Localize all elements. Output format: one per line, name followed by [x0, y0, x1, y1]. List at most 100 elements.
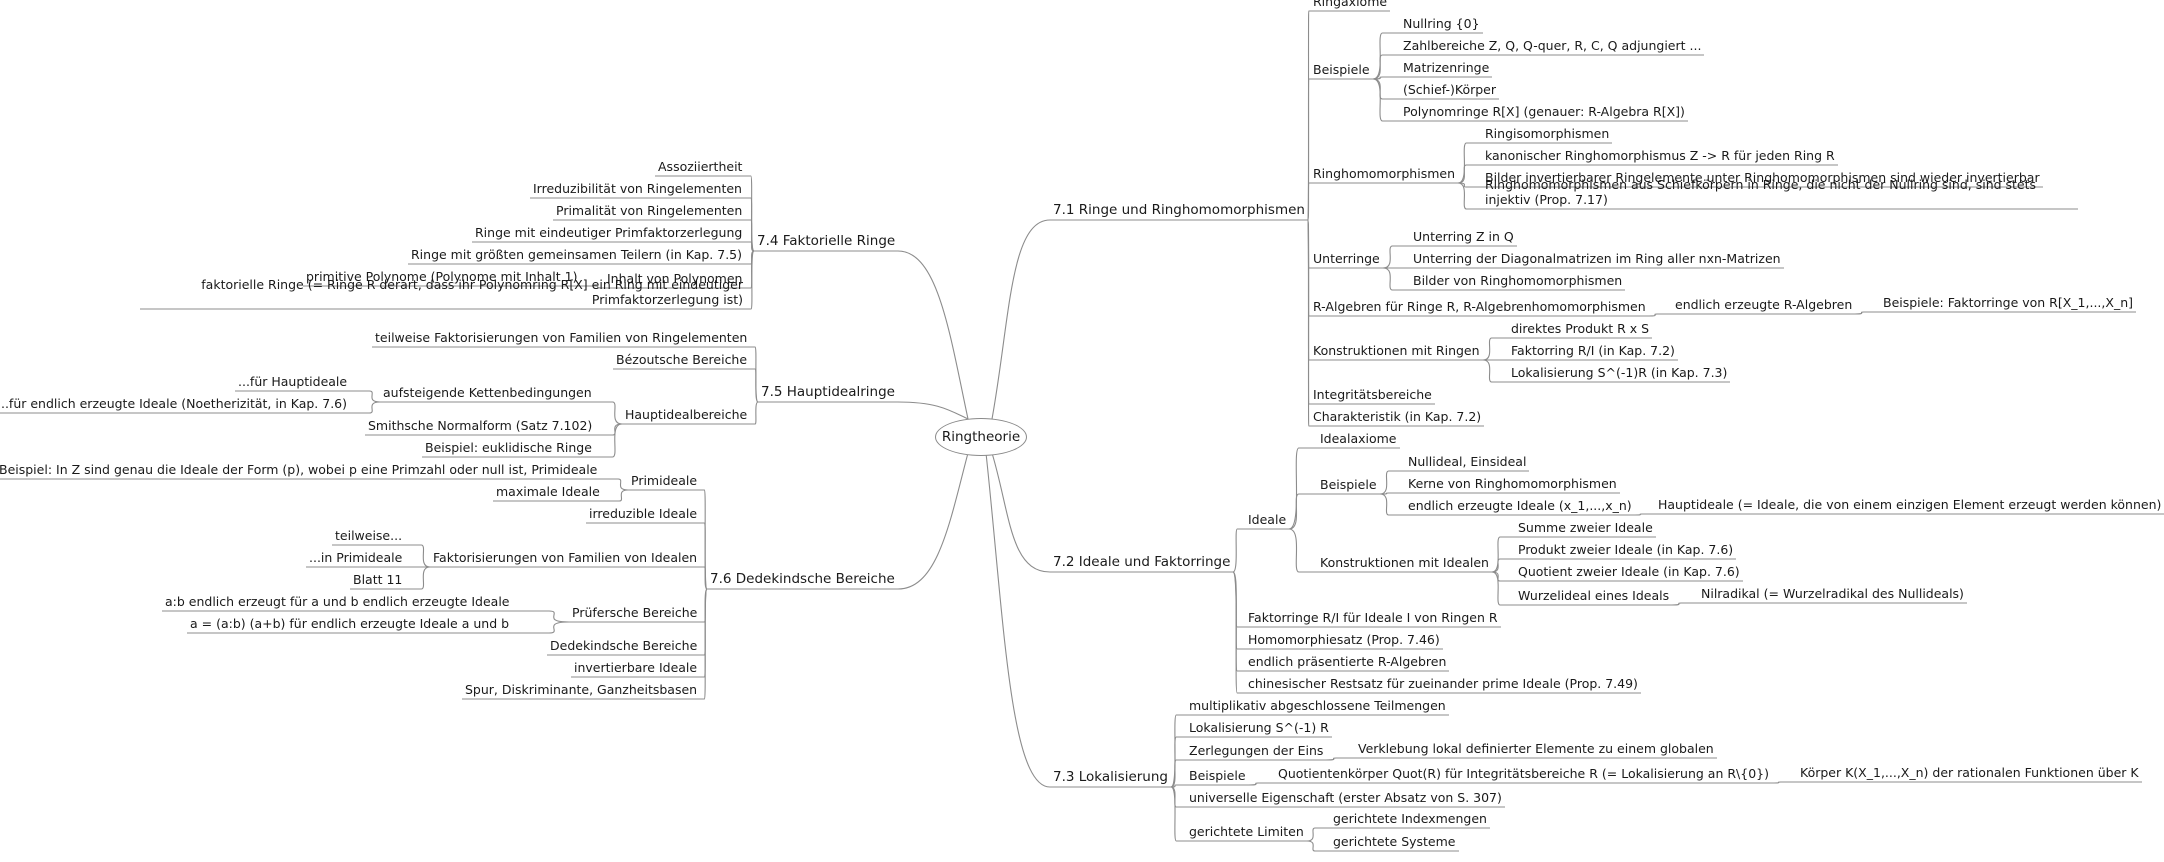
node-bilder-von-ringhomomorphismen[interactable]: Bilder von Ringhomomorphismen: [1410, 273, 1625, 290]
node-label: Ringaxiome: [1313, 0, 1388, 9]
node-bilder-invertierbarer-ringelemente-unter-ringhom[interactable]: Bilder invertierbarer Ringelemente unter…: [1482, 170, 2043, 187]
node-quotient-zweier-ideale-in-kap-7-6[interactable]: Quotient zweier Ideale (in Kap. 7.6): [1515, 564, 1743, 581]
node-unterringe[interactable]: Unterringe: [1310, 251, 1383, 268]
node-zerlegungen-der-eins[interactable]: Zerlegungen der Eins: [1186, 743, 1326, 760]
node-korper-k-x-1-x-n-der-rationalen-funktionen-uber-[interactable]: Körper K(X_1,...,X_n) der rationalen Fun…: [1797, 765, 2142, 782]
node-summe-zweier-ideale[interactable]: Summe zweier Ideale: [1515, 520, 1656, 537]
node-spur-diskriminante-ganzheitsbasen[interactable]: Spur, Diskriminante, Ganzheitsbasen: [462, 682, 700, 699]
node-endlich-erzeugte-ideale-x-1-x-n[interactable]: endlich erzeugte Ideale (x_1,...,x_n): [1405, 498, 1635, 515]
node-7-6-dedekindsche-bereiche[interactable]: 7.6 Dedekindsche Bereiche: [707, 571, 898, 589]
node-a-a-b-a-b-fur-endlich-erzeugte-ideale-a-und-b[interactable]: a = (a:b) (a+b) für endlich erzeugte Ide…: [187, 616, 512, 633]
node-r-algebren-fur-ringe-r-r-algebrenhomomorphismen[interactable]: R-Algebren für Ringe R, R-Algebrenhomomo…: [1310, 299, 1649, 316]
node-bezoutsche-bereiche[interactable]: Bézoutsche Bereiche: [613, 352, 750, 369]
node-idealaxiome[interactable]: Idealaxiome: [1317, 431, 1400, 448]
node-ringisomorphismen[interactable]: Ringisomorphismen: [1482, 126, 1612, 143]
node-nullring-0[interactable]: Nullring {0}: [1400, 16, 1483, 33]
node-prufersche-bereiche[interactable]: Prüfersche Bereiche: [569, 605, 700, 622]
node-wurzelideal-eines-ideals[interactable]: Wurzelideal eines Ideals: [1515, 588, 1672, 605]
node-endlich-erzeugte-r-algebren[interactable]: endlich erzeugte R-Algebren: [1672, 297, 1855, 314]
node-ringhomomorphismen[interactable]: Ringhomomorphismen: [1310, 166, 1458, 183]
node-ringhomomorphismen-aus-schiefkorpern-in-ringe-di[interactable]: Ringhomomorphismen aus Schiefkörpern in …: [1482, 177, 2078, 209]
node-beispiele[interactable]: Beispiele: [1317, 477, 1380, 494]
node-label: Produkt zweier Ideale (in Kap. 7.6): [1518, 542, 1734, 557]
node-teilweise[interactable]: teilweise...: [332, 528, 405, 545]
node-beispiele-faktorringe-von-r-x-1-x-n[interactable]: Beispiele: Faktorringe von R[X_1,...,X_n…: [1880, 295, 2136, 312]
root-node[interactable]: Ringtheorie: [935, 418, 1027, 456]
node-7-2-ideale-und-faktorringe[interactable]: 7.2 Ideale und Faktorringe: [1050, 554, 1233, 572]
node-label: gerichtete Limiten: [1189, 824, 1304, 839]
node-inhalt-von-polynomen[interactable]: Inhalt von Polynomen: [604, 271, 745, 288]
connector: [1648, 313, 1672, 317]
node-multiplikativ-abgeschlossene-teilmengen[interactable]: multiplikativ abgeschlossene Teilmengen: [1186, 698, 1449, 715]
node-primitive-polynome-polynome-mit-inhalt-1[interactable]: primitive Polynome (Polynome mit Inhalt …: [303, 269, 580, 286]
node-maximale-ideale[interactable]: maximale Ideale: [493, 484, 603, 501]
node-ringe-mit-eindeutiger-primfaktorzerlegung[interactable]: Ringe mit eindeutiger Primfaktorzerlegun…: [472, 225, 745, 242]
node-verklebung-lokal-definierter-elemente-zu-einem-g[interactable]: Verklebung lokal definierter Elemente zu…: [1355, 741, 1717, 758]
node-integritatsbereiche[interactable]: Integritätsbereiche: [1310, 387, 1435, 404]
node-7-5-hauptidealringe[interactable]: 7.5 Hauptidealringe: [758, 384, 898, 402]
node-faktorielle-ringe-ringe-r-derart-dass-ihr-polyno[interactable]: faktorielle Ringe (= Ringe R derart, das…: [140, 277, 746, 309]
node-lokalisierung-s-1-r-in-kap-7-3[interactable]: Lokalisierung S^(-1)R (in Kap. 7.3): [1508, 365, 1730, 382]
node-7-1-ringe-und-ringhomomorphismen[interactable]: 7.1 Ringe und Ringhomomorphismen: [1050, 202, 1308, 220]
node-ideale[interactable]: Ideale: [1245, 512, 1289, 529]
node-konstruktionen-mit-ringen[interactable]: Konstruktionen mit Ringen: [1310, 343, 1483, 360]
node-hauptideale-ideale-die-von-einem-einzigen-elemen[interactable]: Hauptideale (= Ideale, die von einem ein…: [1655, 497, 2164, 514]
node-produkt-zweier-ideale-in-kap-7-6[interactable]: Produkt zweier Ideale (in Kap. 7.6): [1515, 542, 1736, 559]
node-nullideal-einsideal[interactable]: Nullideal, Einsideal: [1405, 454, 1529, 471]
connector: [1288, 447, 1317, 530]
node-gerichtete-systeme[interactable]: gerichtete Systeme: [1330, 834, 1459, 851]
node-konstruktionen-mit-idealen[interactable]: Konstruktionen mit Idealen: [1317, 555, 1492, 572]
node-direktes-produkt-r-x-s[interactable]: direktes Produkt R x S: [1508, 321, 1652, 338]
node-faktorringe-r-i-fur-ideale-i-von-ringen-r[interactable]: Faktorringe R/I für Ideale I von Ringen …: [1245, 610, 1501, 627]
node-7-3-lokalisierung[interactable]: 7.3 Lokalisierung: [1050, 769, 1171, 787]
node-charakteristik-in-kap-7-2[interactable]: Charakteristik (in Kap. 7.2): [1310, 409, 1484, 426]
node-irreduzibilitat-von-ringelementen[interactable]: Irreduzibilität von Ringelementen: [530, 181, 745, 198]
node-teilweise-faktorisierungen-von-familien-von-ring[interactable]: teilweise Faktorisierungen von Familien …: [372, 330, 750, 347]
node-matrizenringe[interactable]: Matrizenringe: [1400, 60, 1492, 77]
node-beispiele[interactable]: Beispiele: [1310, 62, 1373, 79]
node-irreduzible-ideale[interactable]: irreduzible Ideale: [586, 506, 700, 523]
node-kanonischer-ringhomorphismus-z-r-fur-jeden-ring-[interactable]: kanonischer Ringhomorphismus Z -> R für …: [1482, 148, 1838, 165]
node-label: Ringhomomorphismen: [1313, 166, 1456, 181]
node-assoziiertheit[interactable]: Assoziiertheit: [655, 159, 745, 176]
node-dedekindsche-bereiche[interactable]: Dedekindsche Bereiche: [547, 638, 700, 655]
node-zahlbereiche-z-q-q-quer-r-c-q-adjungiert[interactable]: Zahlbereiche Z, Q, Q-quer, R, C, Q adjun…: [1400, 38, 1704, 55]
node-hauptidealbereiche[interactable]: Hauptidealbereiche: [622, 407, 750, 424]
node-gerichtete-limiten[interactable]: gerichtete Limiten: [1186, 824, 1307, 841]
node-polynomringe-r-x-genauer-r-algebra-r-x[interactable]: Polynomringe R[X] (genauer: R-Algebra R[…: [1400, 104, 1688, 121]
node-fur-hauptideale[interactable]: ...für Hauptideale: [235, 374, 350, 391]
node-a-b-endlich-erzeugt-fur-a-und-b-endlich-erzeugte[interactable]: a:b endlich erzeugt für a und b endlich …: [162, 594, 512, 611]
node-invertierbare-ideale[interactable]: invertierbare Ideale: [571, 660, 700, 677]
node-ringe-mit-grossten-gemeinsamen-teilern-in-kap-7-[interactable]: Ringe mit größten gemeinsamen Teilern (i…: [408, 247, 745, 264]
node-7-4-faktorielle-ringe[interactable]: 7.4 Faktorielle Ringe: [754, 233, 898, 251]
node-unterring-der-diagonalmatrizen-im-ring-aller-nxn[interactable]: Unterring der Diagonalmatrizen im Ring a…: [1410, 251, 1784, 268]
node-universelle-eigenschaft-erster-absatz-von-s-307[interactable]: universelle Eigenschaft (erster Absatz v…: [1186, 790, 1505, 807]
node-faktorisierungen-von-familien-von-idealen[interactable]: Faktorisierungen von Familien von Ideale…: [430, 550, 700, 567]
node-homomorphiesatz-prop-7-46[interactable]: Homomorphiesatz (Prop. 7.46): [1245, 632, 1443, 649]
node-gerichtete-indexmengen[interactable]: gerichtete Indexmengen: [1330, 811, 1490, 828]
node-label: ...in Primideale: [309, 550, 403, 565]
node-primideale[interactable]: Primideale: [628, 473, 700, 490]
node-beispiele[interactable]: Beispiele: [1186, 768, 1249, 785]
node-lokalisierung-s-1-r[interactable]: Lokalisierung S^(-1) R: [1186, 720, 1332, 737]
node-in-primideale[interactable]: ...in Primideale: [306, 550, 405, 567]
node-nilradikal-wurzelradikal-des-nullideals[interactable]: Nilradikal (= Wurzelradikal des Nullidea…: [1698, 586, 1967, 603]
node-schief-korper[interactable]: (Schief-)Körper: [1400, 82, 1499, 99]
connector: [1306, 840, 1330, 852]
node-smithsche-normalform-satz-7-102[interactable]: Smithsche Normalform (Satz 7.102): [365, 418, 595, 435]
node-label: 7.3 Lokalisierung: [1053, 769, 1168, 785]
node-endlich-prasentierte-r-algebren[interactable]: endlich präsentierte R-Algebren: [1245, 654, 1449, 671]
node-faktorring-r-i-in-kap-7-2[interactable]: Faktorring R/I (in Kap. 7.2): [1508, 343, 1678, 360]
node-aufsteigende-kettenbedingungen[interactable]: aufsteigende Kettenbedingungen: [380, 385, 595, 402]
node-kerne-von-ringhomomorphismen[interactable]: Kerne von Ringhomomorphismen: [1405, 476, 1620, 493]
node-label: a = (a:b) (a+b) für endlich erzeugte Ide…: [190, 616, 510, 631]
node-ringaxiome[interactable]: Ringaxiome: [1310, 0, 1390, 11]
node-beispiel-euklidische-ringe[interactable]: Beispiel: euklidische Ringe: [422, 440, 595, 457]
node-beispiel-in-z-sind-genau-die-ideale-der-form-p-w[interactable]: Beispiel: In Z sind genau die Ideale der…: [0, 462, 600, 479]
node-chinesischer-restsatz-fur-zueinander-prime-ideal[interactable]: chinesischer Restsatz für zueinander pri…: [1245, 676, 1641, 693]
node-unterring-z-in-q[interactable]: Unterring Z in Q: [1410, 229, 1517, 246]
node-primalitat-von-ringelementen[interactable]: Primalität von Ringelementen: [553, 203, 745, 220]
node-fur-endlich-erzeugte-ideale-noetherizitat-in-kap[interactable]: ...für endlich erzeugte Ideale (Noetheri…: [0, 396, 350, 413]
node-blatt-11[interactable]: Blatt 11: [350, 572, 405, 589]
node-quotientenkorper-quot-r-fur-integritatsbereiche-[interactable]: Quotientenkörper Quot(R) für Integritäts…: [1275, 766, 1772, 783]
